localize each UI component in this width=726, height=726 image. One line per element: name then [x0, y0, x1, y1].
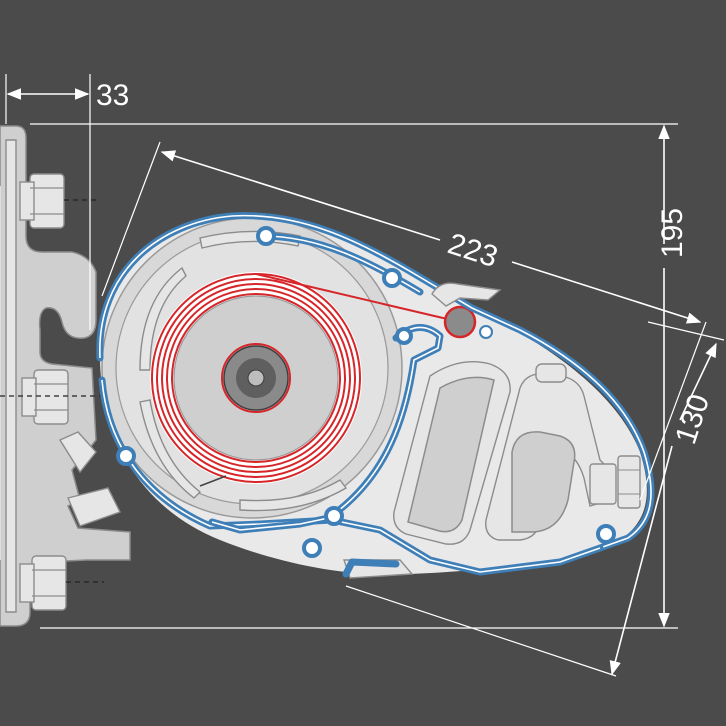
- dimension-33: [5, 74, 91, 330]
- dimension-33-label: 33: [96, 79, 129, 112]
- bolt-bottom: [19, 555, 104, 611]
- cassette-profile-outline: [96, 212, 655, 579]
- dimension-195: [30, 123, 678, 629]
- bolt-top: [19, 173, 100, 229]
- dimension-223-label: 223: [444, 227, 502, 274]
- bolt-middle: [0, 369, 100, 425]
- front-profile-parts: [393, 361, 641, 545]
- dimension-130-label: 130: [669, 390, 716, 448]
- dimension-195-label: 195: [656, 208, 689, 258]
- fabric-roll: [150, 272, 461, 487]
- dimension-130: [345, 321, 725, 677]
- dimension-223: [101, 141, 707, 501]
- guide-roller: [443, 305, 493, 339]
